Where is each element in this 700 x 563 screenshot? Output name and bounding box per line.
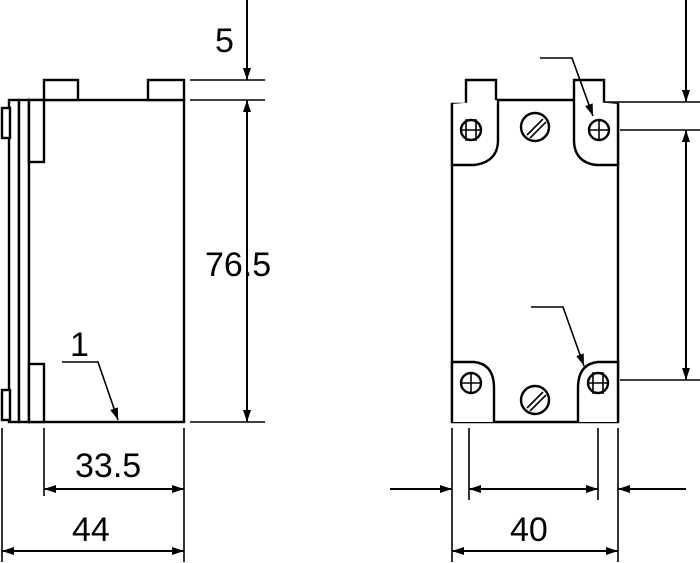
front-view: [450, 57, 620, 424]
side-top-tab-right: [146, 78, 186, 102]
screw-top: [519, 111, 551, 143]
side-tab-bottom: [0, 388, 12, 422]
dim-overall-width: 44: [72, 511, 110, 549]
front-vertical-dimensions: [604, 0, 700, 381]
dim-top-offset: 5: [215, 22, 234, 60]
hole-top-right: [587, 118, 611, 142]
width-dimensions: [1, 428, 185, 562]
leader-top-hole: [540, 57, 594, 117]
screw-bottom: [519, 384, 551, 416]
side-view: [0, 78, 186, 424]
hole-top-left: [459, 118, 483, 142]
hole-bottom-right: [586, 371, 610, 395]
front-width-dimensions: [390, 428, 686, 562]
dim-body-height: 76.5: [205, 246, 271, 284]
callout-number: 1: [70, 326, 89, 364]
dim-hole-spacing: 40: [510, 511, 548, 549]
side-top-tab-left: [42, 78, 80, 102]
side-flange-bottom: [27, 362, 46, 424]
side-tab-top: [0, 106, 12, 140]
callout-leader: [62, 361, 119, 421]
height-dimensions: [190, 0, 265, 423]
dim-inner-width: 33.5: [75, 447, 141, 485]
side-lid-outer: [7, 98, 21, 424]
side-body: [27, 98, 186, 424]
hole-bottom-left: [459, 371, 483, 395]
side-flange-top: [27, 98, 46, 164]
leader-bottom-hole: [531, 306, 585, 367]
side-lid-inner: [17, 98, 31, 424]
